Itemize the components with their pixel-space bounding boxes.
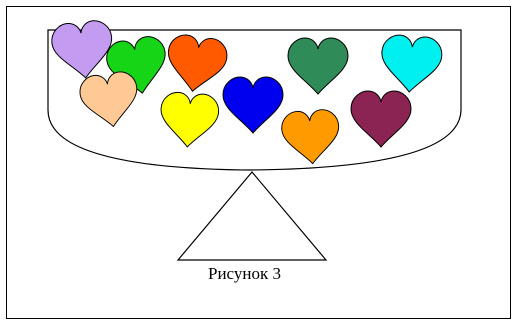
figure-caption: Рисунок 3 <box>208 264 348 284</box>
scale-stand-triangle <box>178 172 326 260</box>
